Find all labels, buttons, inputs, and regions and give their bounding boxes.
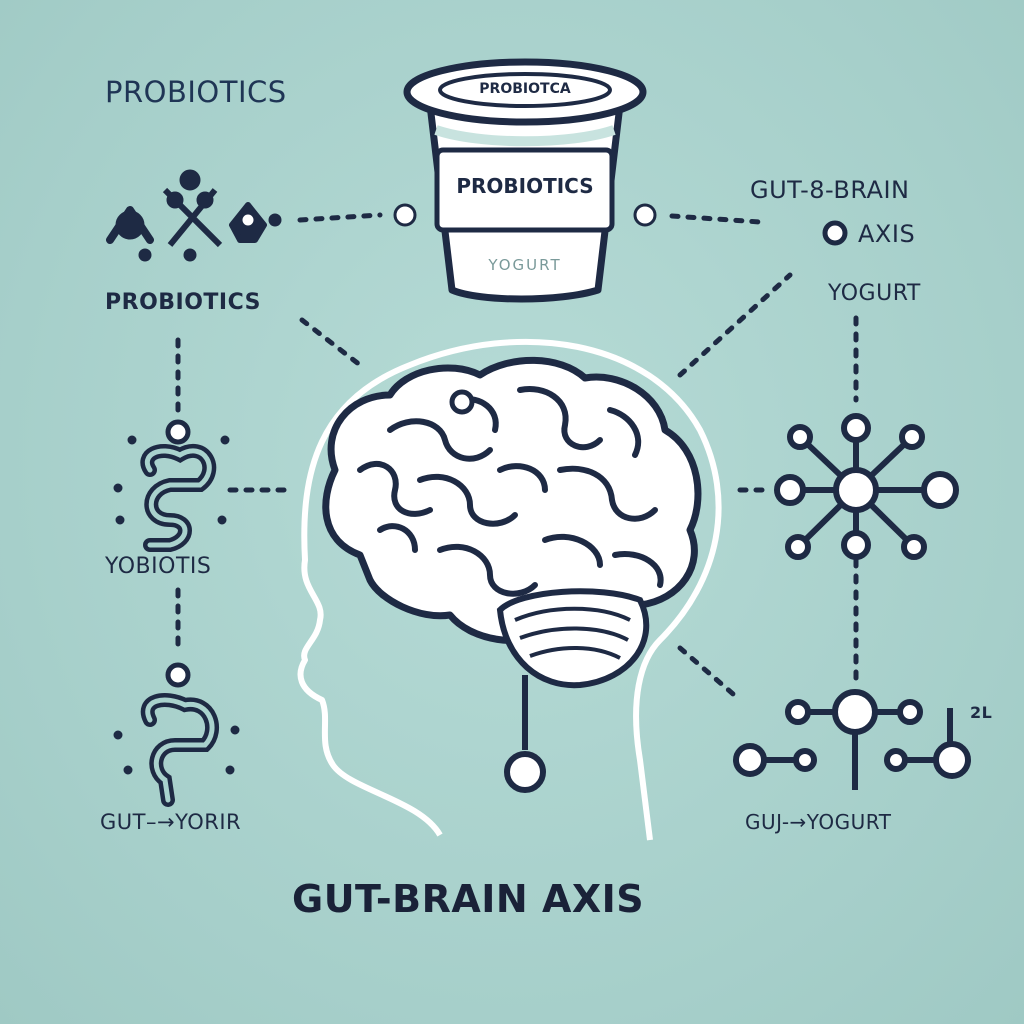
yogurt-cup-icon bbox=[393, 58, 657, 303]
cup-main-text: PROBIOTICS bbox=[456, 174, 594, 198]
brain-icon bbox=[322, 356, 702, 793]
cup-sub-text: YOGURT bbox=[488, 256, 562, 274]
label-probiotics-left: PROBIOTICS bbox=[105, 290, 262, 315]
network-node-icon bbox=[774, 413, 959, 560]
label-yobiotis: YOBIOTIS bbox=[105, 554, 212, 579]
head-profile-icon bbox=[297, 338, 722, 841]
label-yogurt-right: YOGURT bbox=[828, 281, 921, 306]
node-dot bbox=[822, 220, 848, 246]
label-axis-top: AXIS bbox=[858, 220, 916, 248]
label-probiotics-top: PROBIOTICS bbox=[105, 75, 287, 109]
cup-lid-text: PROBIOTCA bbox=[479, 81, 571, 97]
label-guj-yogurt: GUJ-→YOGURT bbox=[745, 810, 892, 834]
network-node-icon bbox=[733, 689, 971, 790]
connector-lines bbox=[175, 212, 859, 703]
bacteria-icon bbox=[106, 169, 282, 262]
label-gut-yorir: GUT–→YORIR bbox=[100, 810, 242, 834]
intestine-icon bbox=[113, 662, 240, 807]
intestine-icon bbox=[113, 419, 230, 552]
label-2l: 2L bbox=[970, 703, 993, 722]
page-title: GUT-BRAIN AXIS bbox=[292, 877, 645, 921]
label-gut-brain-top: GUT-8-BRAIN bbox=[750, 176, 910, 204]
